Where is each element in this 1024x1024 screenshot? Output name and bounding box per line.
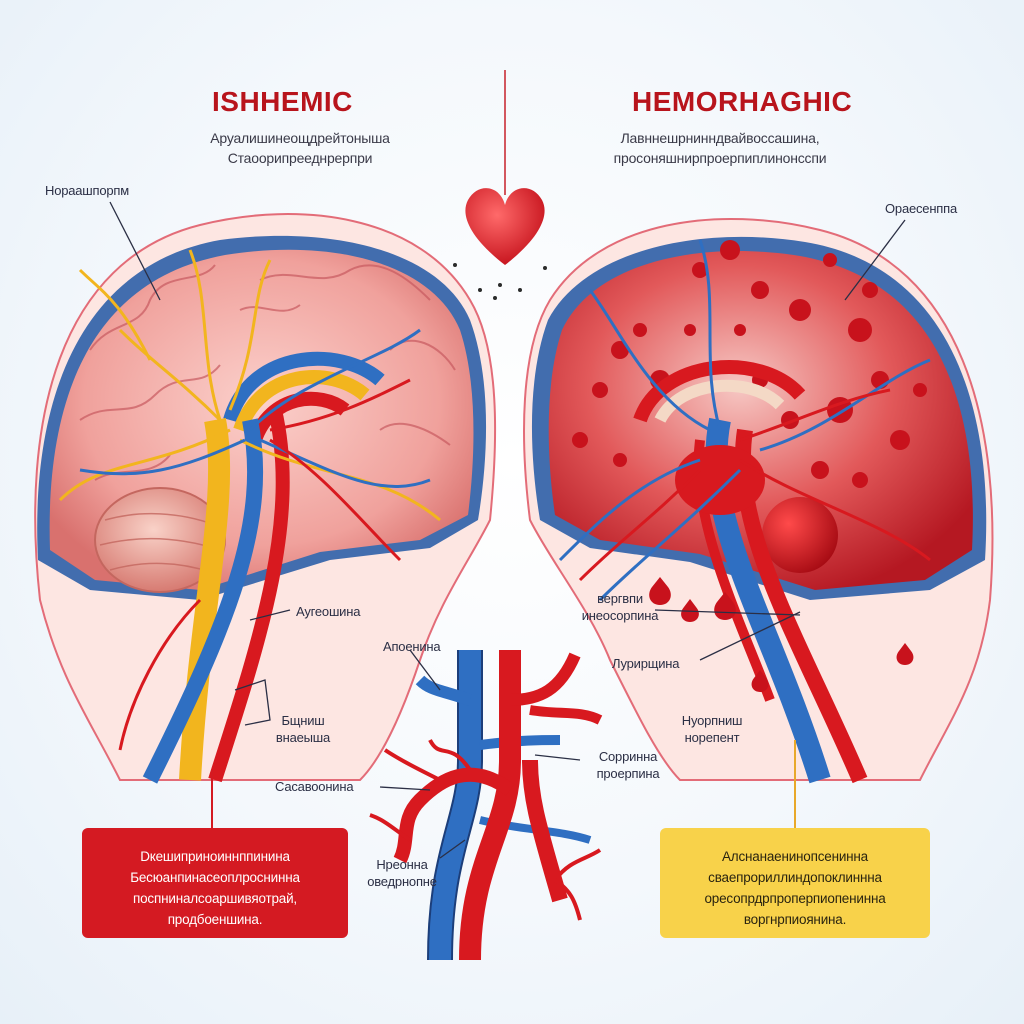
left-subtitle-line-2: Стаоорипрееднрерпри xyxy=(227,150,373,166)
center-vessel-diagram xyxy=(369,650,603,961)
label-center-right: Сорринна проерпина xyxy=(596,749,660,781)
heart-icon xyxy=(465,188,545,265)
right-panel-title: HEMORHAGHIC xyxy=(632,86,853,117)
right-subtitle-line-2: просоняшнирпроерпиплинонсспи xyxy=(613,150,827,166)
label-center-left: Сасавоонина xyxy=(275,779,354,794)
label-center-bottom: Нреонна оведрнопне xyxy=(367,857,437,889)
ischemic-info-line-2: Бесюанпинасеоплроснинна xyxy=(130,870,300,885)
hemorrhagic-info-box: Алснанаенинопсенинна сваепрориллиндопокл… xyxy=(660,828,930,938)
hemorrhagic-info-line-2: сваепрориллиндопоклиннна xyxy=(708,870,882,885)
right-head-illustration xyxy=(523,217,994,784)
hemorrhagic-info-line-3: оресопрдрпроперпиопенинна xyxy=(704,891,886,906)
label-vessel-right: Лурирщина xyxy=(612,656,680,671)
label-stem-left: Бщниш внаеыша xyxy=(275,713,331,745)
label-center-top: Апоенина xyxy=(383,639,441,654)
ischemic-info-line-4: продбоеншина. xyxy=(167,912,263,927)
label-artery-left: Аугеошина xyxy=(296,604,361,619)
left-panel-title: ISHHEMIC xyxy=(212,86,353,117)
label-cortex-left: Нораашпорпм xyxy=(45,183,130,198)
label-stem-right: Нуорпниш норепент xyxy=(681,713,743,745)
left-subtitle-line-1: Аруалишинеощдрейтоныша xyxy=(210,130,390,146)
ischemic-info-box: Dкешиприноиннппинина Бесюанпинасеоплросн… xyxy=(82,828,348,938)
right-panel-subtitle: Лавннешрнинндвайвоссашина, просоняшнирпр… xyxy=(565,128,875,168)
label-hemorrhage-right: вергвпи инеосорпина xyxy=(581,591,659,623)
hemorrhagic-info-line-1: Алснанаенинопсенинна xyxy=(721,849,868,864)
ischemic-info-line-1: Dкешиприноиннппинина xyxy=(140,849,290,864)
left-panel-subtitle: Аруалишинеощдрейтоныша Стаоорипрееднрерп… xyxy=(150,128,450,168)
left-head-illustration xyxy=(34,213,497,784)
label-cortex-right: Ораесенппа xyxy=(885,201,958,216)
hemorrhagic-info-line-4: воргнрпиоянина. xyxy=(743,912,847,927)
ischemic-info-line-3: поспниналсоаршивяотрай, xyxy=(133,891,297,906)
right-subtitle-line-1: Лавннешрнинндвайвоссашина, xyxy=(620,130,820,146)
